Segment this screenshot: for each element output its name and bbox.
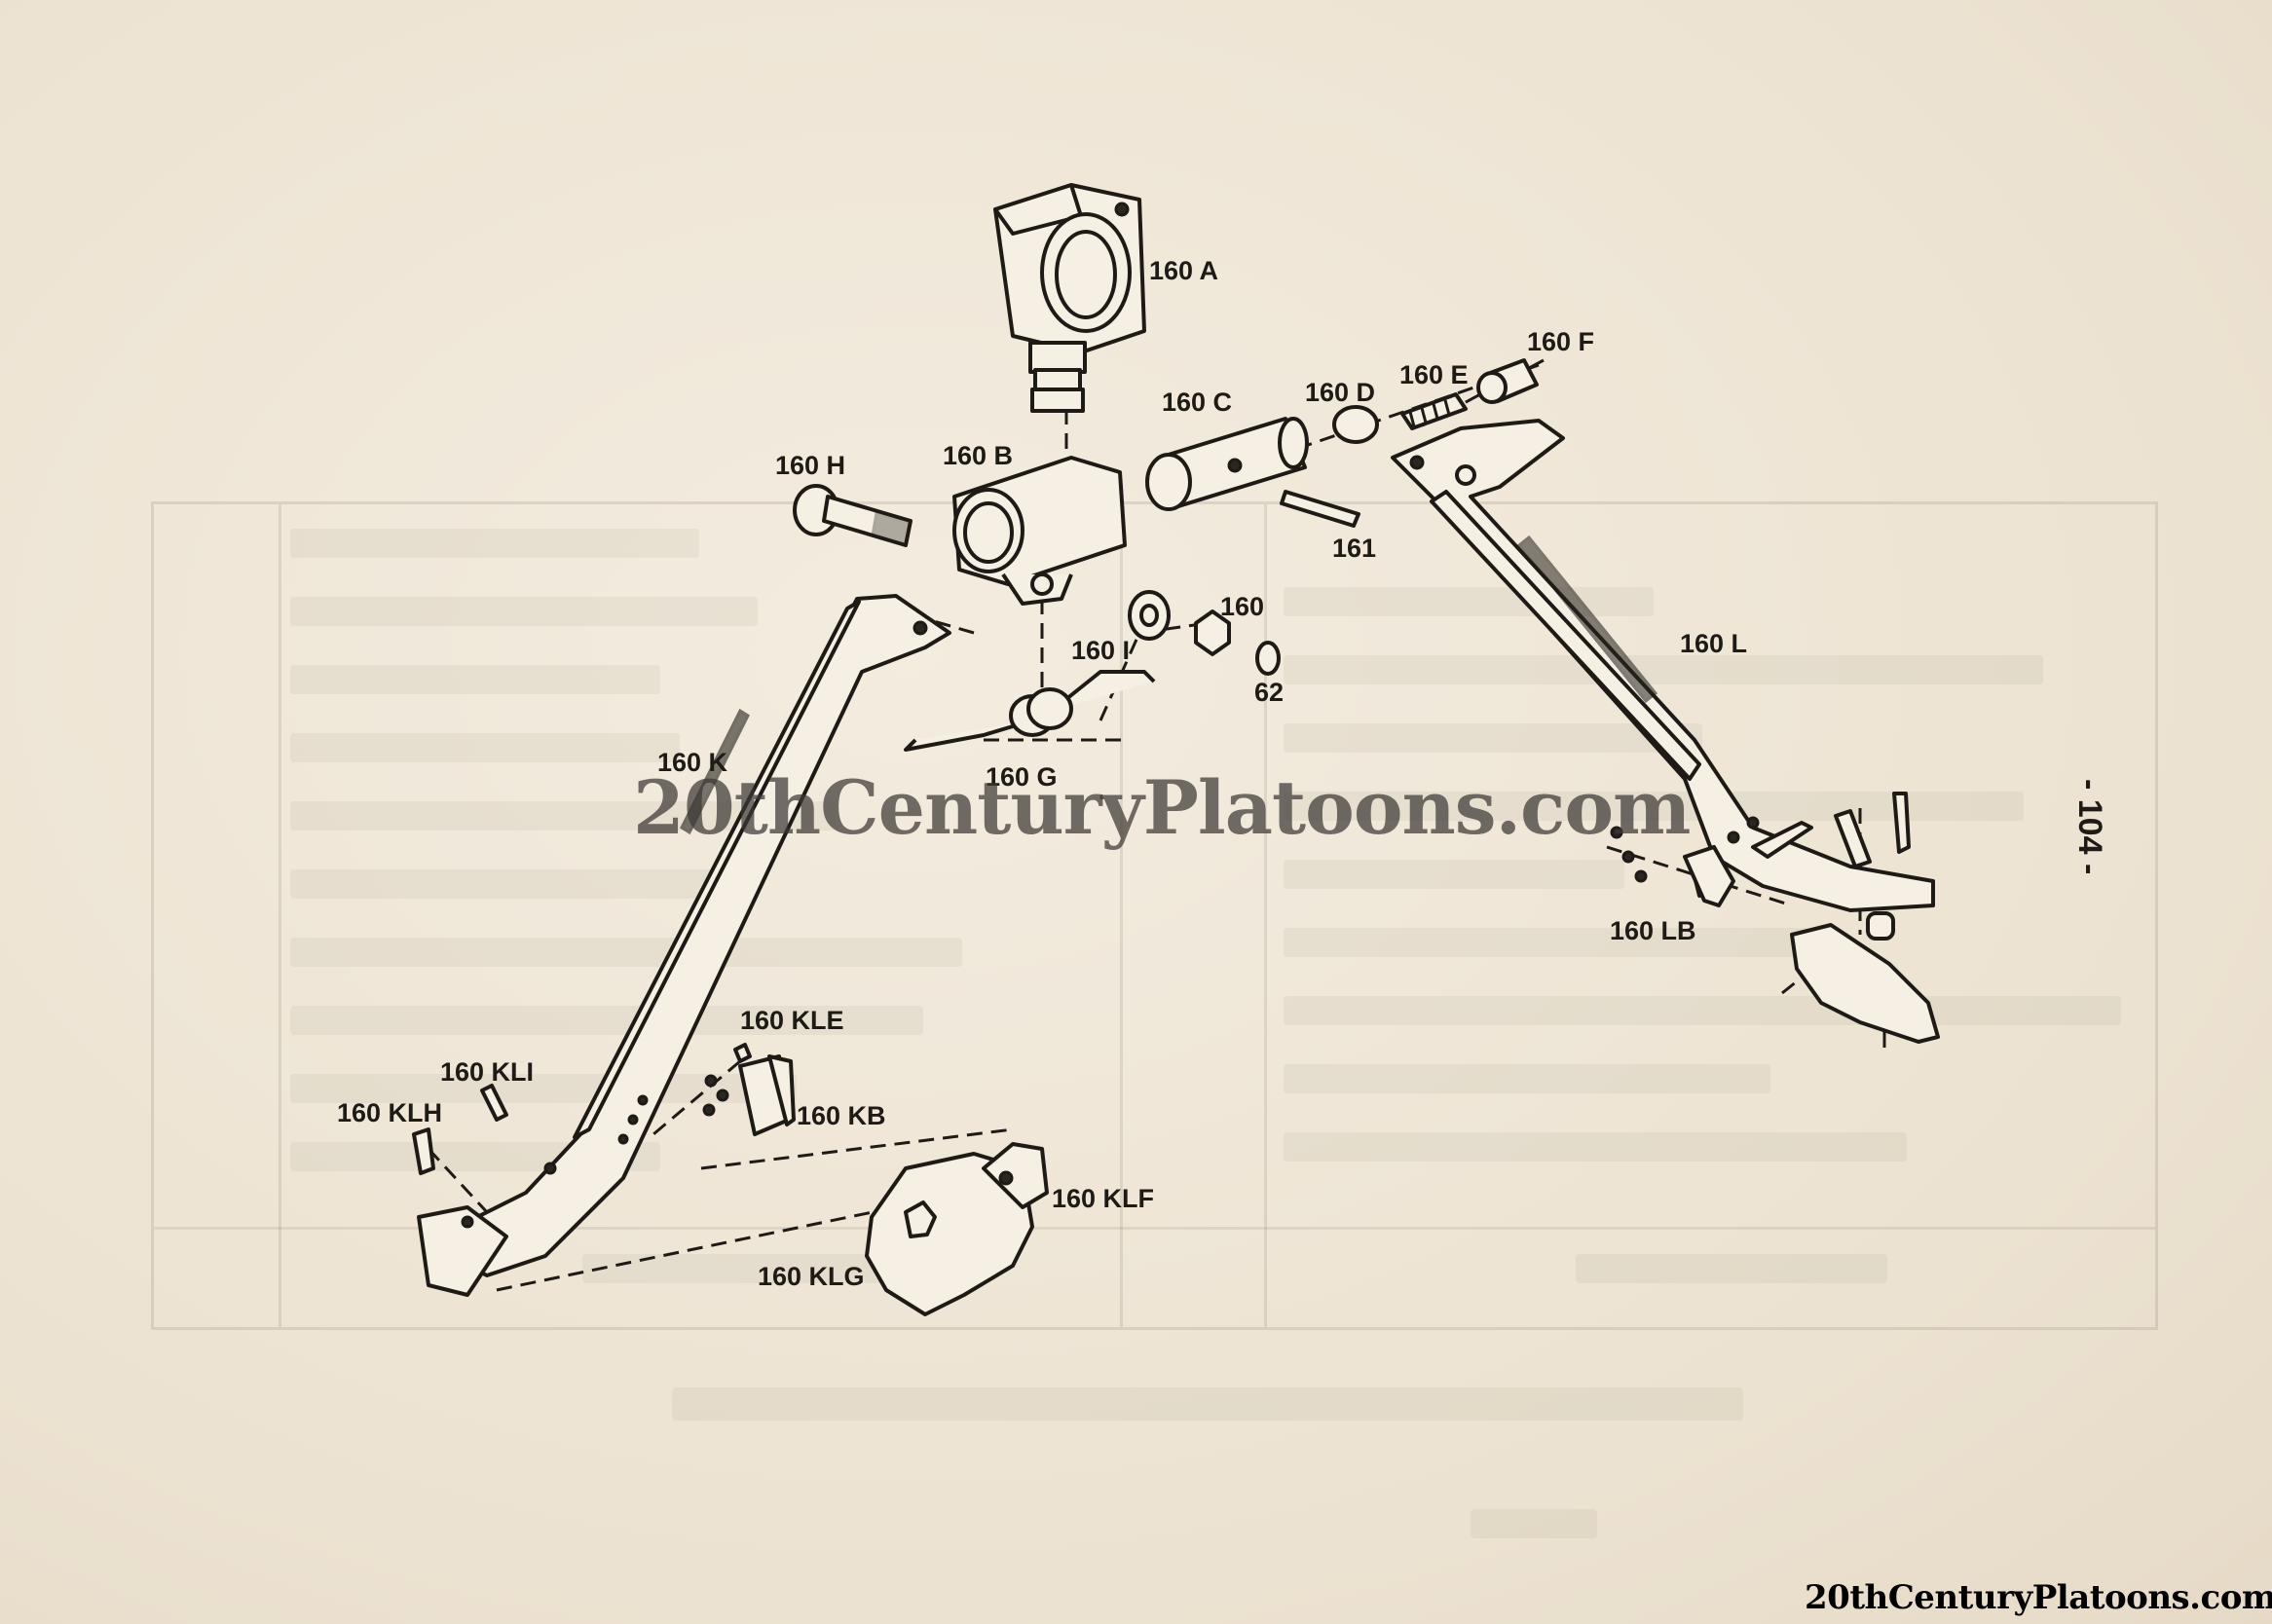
label-160B: 160 B: [943, 441, 1014, 470]
part-160KLH-bolt: [412, 1127, 435, 1175]
part-160L-right-leg: [1391, 419, 1935, 912]
ghost-text-row: [1284, 996, 2121, 1025]
part-160LB-bracket: [1610, 792, 1911, 941]
ghost-text-row: [290, 869, 719, 899]
ghost-text-row: [1284, 860, 1624, 889]
ghost-text-row: [1284, 1064, 1770, 1093]
label-160A: 160 A: [1149, 256, 1219, 285]
part-160H-pin: [793, 484, 913, 547]
ghost-row-line: [154, 1227, 2155, 1230]
part-160KLF-foot-pad: [865, 1142, 1049, 1316]
label-160G: 160 G: [986, 762, 1058, 792]
part-160G-torsion-spring: [904, 670, 1156, 752]
label-160K: 160 K: [657, 748, 728, 777]
label-160L: 160 L: [1680, 629, 1748, 658]
ghost-text-row: [290, 665, 660, 694]
label-160KB: 160 KB: [797, 1101, 886, 1130]
label-160KLH: 160 KLH: [337, 1098, 443, 1127]
part-160KLG-nut: [904, 1200, 937, 1238]
label-160H: 160 H: [775, 451, 846, 480]
label-160D: 160 D: [1305, 378, 1376, 407]
watermark-corner: 20thCenturyPlatoons.com: [1805, 1578, 2272, 1617]
label-160KLF: 160 KLF: [1052, 1184, 1155, 1213]
ghost-text-row: [1284, 655, 2043, 684]
label-62: 62: [1254, 678, 1285, 707]
ghost-caption: [672, 1387, 1743, 1421]
ghost-text-row: [290, 733, 680, 762]
bleed-through-table: [151, 501, 2158, 1330]
ghost-text-row: [290, 597, 758, 626]
label-160F: 160 F: [1527, 327, 1595, 356]
ghost-caption: [1471, 1509, 1597, 1538]
leader-line: [496, 1205, 897, 1292]
part-160E-spring: [1400, 392, 1468, 430]
part-160F-cap: [1476, 358, 1539, 404]
ghost-text-row: [1284, 587, 1654, 616]
label-160LB: 160 LB: [1610, 916, 1696, 945]
ghost-text-row: [582, 1254, 894, 1283]
ghost-text-row: [1284, 928, 1829, 957]
leader-line: [1606, 845, 1793, 907]
label-160I: 160 I: [1071, 636, 1131, 665]
part-160I-washer: [1128, 590, 1171, 641]
part-right-foot: [1790, 923, 1940, 1044]
part-160KB-bracket: [702, 1054, 796, 1136]
label-160KLE: 160 KLE: [740, 1006, 844, 1035]
label-160E: 160 E: [1399, 360, 1469, 389]
part-160KLE-screw: [733, 1043, 752, 1063]
part-160C-cylinder: [1145, 417, 1309, 511]
part-62-ring: [1255, 641, 1281, 676]
ghost-text-row: [290, 529, 699, 558]
part-160B-pivot-block: [952, 456, 1127, 606]
part-160KLI-pin: [480, 1084, 508, 1122]
leader-line: [647, 1059, 741, 1141]
watermark-center: 20thCenturyPlatoons.com: [633, 764, 1691, 851]
label-160: 160: [1220, 592, 1265, 621]
part-160-nut: [1194, 609, 1231, 656]
label-160KLG: 160 KLG: [758, 1262, 865, 1291]
ghost-column-line: [1264, 504, 1267, 1327]
label-160KLI: 160 KLI: [440, 1057, 535, 1087]
ghost-text-row: [290, 1006, 923, 1035]
part-160K-left-leg: [417, 594, 951, 1297]
label-161: 161: [1332, 534, 1377, 563]
ghost-text-row: [290, 938, 962, 967]
part-161-rod: [1280, 490, 1360, 528]
ghost-column-line: [279, 504, 281, 1327]
ghost-text-row: [1284, 723, 1702, 753]
label-160C: 160 C: [1162, 388, 1233, 417]
page-number: - 104 -: [2071, 779, 2108, 875]
leader-line: [427, 1147, 489, 1214]
part-160A-housing: [993, 183, 1146, 413]
ghost-column-line: [1120, 504, 1123, 1327]
ghost-text-row: [1284, 1132, 1907, 1162]
ghost-text-row: [1576, 1254, 1887, 1283]
leader-line: [700, 1127, 1014, 1170]
part-160D-bushing: [1332, 405, 1379, 444]
